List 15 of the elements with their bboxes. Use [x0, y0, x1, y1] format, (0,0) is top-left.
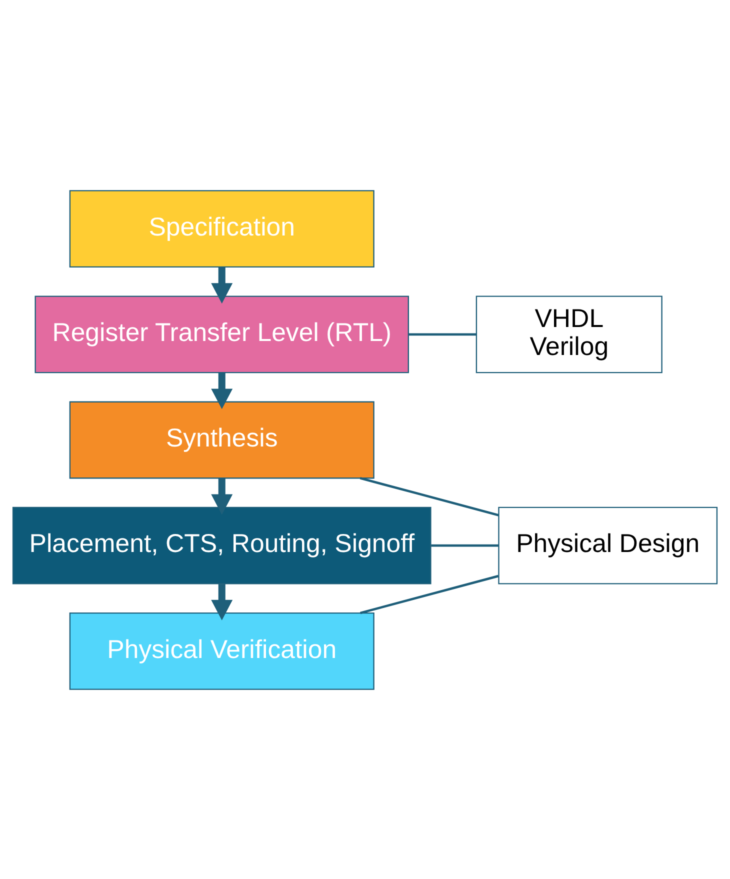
arrow: [211, 266, 233, 304]
connector: [360, 574, 499, 614]
connector: [431, 544, 499, 546]
arrow: [211, 478, 233, 514]
arrow: [211, 584, 233, 620]
connector: [360, 476, 499, 516]
node-box: VHDL Verilog: [476, 295, 662, 373]
node-box: Physical Verification: [69, 612, 374, 690]
node-box: Register Transfer Level (RTL): [34, 295, 409, 373]
node-box: Placement, CTS, Routing, Signoff: [12, 506, 432, 584]
node-box: Physical Design: [498, 506, 718, 584]
node-box: Specification: [69, 190, 374, 268]
node-box: Synthesis: [69, 400, 374, 478]
connector: [408, 332, 476, 336]
arrow: [211, 372, 233, 409]
